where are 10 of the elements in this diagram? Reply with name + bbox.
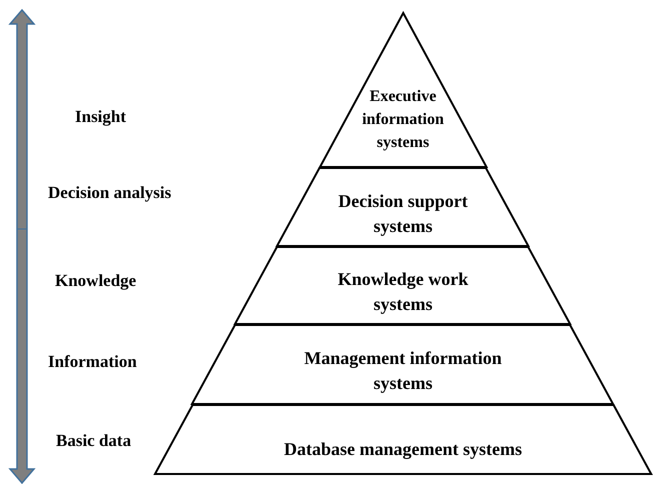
tier-label: Executive information systems [361, 87, 445, 153]
level-label: Basic data [56, 430, 132, 452]
tier-label: Database management systems [284, 438, 522, 461]
tier-label: Knowledge work systems [336, 268, 470, 316]
level-label: Information [48, 351, 137, 373]
tier-label: Decision support systems [337, 190, 469, 238]
level-label: Knowledge [55, 270, 136, 292]
tier-label: Management information systems [303, 347, 503, 395]
level-label: Insight [75, 106, 126, 128]
level-label: Decision analysis [48, 182, 172, 204]
